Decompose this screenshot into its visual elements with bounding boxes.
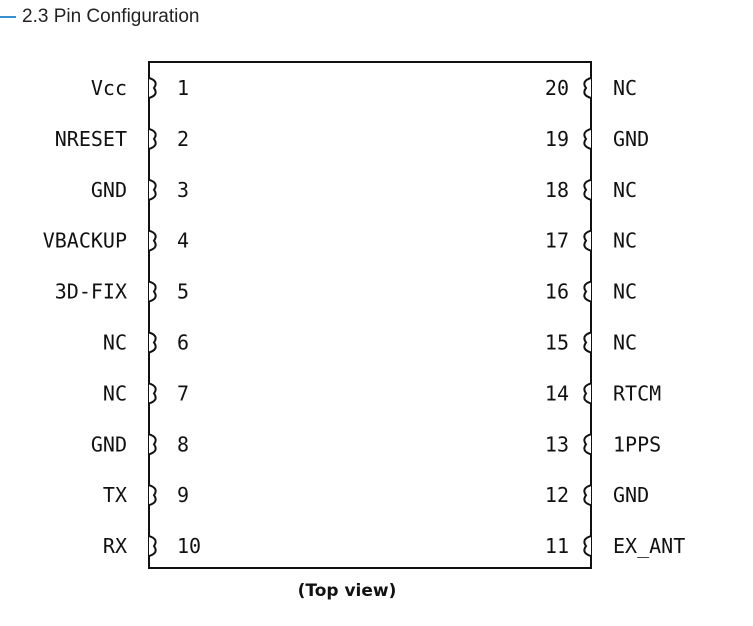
- pin-number: 12: [545, 483, 569, 507]
- left-pin-9: TX 9: [103, 483, 189, 507]
- heading-rule: [0, 16, 16, 18]
- pin-notch: [148, 331, 157, 354]
- pin-number: 14: [545, 381, 569, 405]
- pin-number: 6: [177, 331, 189, 355]
- pin-number: 8: [177, 432, 189, 456]
- pin-name: RX: [103, 534, 127, 558]
- left-pin-5: 3D-FIX 5: [55, 280, 189, 304]
- pin-name: GND: [613, 483, 649, 507]
- pin-number: 16: [545, 280, 569, 304]
- pin-notch: [583, 77, 592, 99]
- pin-number: 19: [545, 127, 569, 151]
- pin-name: GND: [91, 178, 127, 202]
- pin-name: 1PPS: [613, 432, 661, 456]
- view-caption: (Top view): [298, 581, 397, 601]
- pin-number: 13: [545, 432, 569, 456]
- right-pin-11: EX_ANT 11: [545, 534, 685, 558]
- left-pin-1: Vcc 1: [91, 76, 189, 100]
- pin-name: NC: [613, 229, 637, 253]
- right-pin-14: RTCM 14: [545, 381, 661, 405]
- left-pin-3: GND 3: [91, 178, 189, 202]
- pin-name: GND: [91, 432, 127, 456]
- right-pin-20: NC 20: [545, 76, 637, 100]
- left-pin-8: GND 8: [91, 432, 189, 456]
- left-pin-10: RX 10: [103, 534, 201, 558]
- pin-name: 3D-FIX: [55, 280, 127, 304]
- pin-notch: [583, 484, 592, 507]
- pin-name: TX: [103, 483, 127, 507]
- pin-notch: [148, 229, 157, 252]
- section-heading: 2.3 Pin Configuration: [0, 4, 199, 30]
- pin-number: 17: [545, 229, 569, 253]
- pin-number: 11: [545, 534, 569, 558]
- pin-name: VBACKUP: [43, 229, 127, 253]
- pin-number: 7: [177, 381, 189, 405]
- pin-notch: [583, 178, 592, 201]
- pin-name: GND: [613, 127, 649, 151]
- pin-number: 15: [545, 331, 569, 355]
- pin-number: 5: [177, 280, 189, 304]
- pin-number: 3: [177, 178, 189, 202]
- right-pin-15: NC 15: [545, 331, 637, 355]
- pin-notch: [148, 280, 157, 303]
- pin-name: RTCM: [613, 381, 661, 405]
- pin-number: 10: [177, 534, 201, 558]
- pin-number: 4: [177, 229, 189, 253]
- pin-notch: [148, 535, 157, 558]
- pin-number: 1: [177, 76, 189, 100]
- pin-notch: [583, 433, 592, 456]
- pin-number: 20: [545, 76, 569, 100]
- right-pin-13: 1PPS 13: [545, 432, 661, 456]
- left-pin-4: VBACKUP 4: [43, 229, 189, 253]
- pin-name: NC: [613, 280, 637, 304]
- chip-outline: [148, 61, 592, 569]
- left-pin-6: NC 6: [103, 331, 189, 355]
- left-pin-2: NRESET 2: [55, 127, 189, 151]
- right-pin-16: NC 16: [545, 280, 637, 304]
- pin-notch: [583, 280, 592, 303]
- pin-number: 2: [177, 127, 189, 151]
- right-pin-12: GND 12: [545, 483, 649, 507]
- pin-name: NC: [613, 178, 637, 202]
- right-pin-18: NC 18: [545, 178, 637, 202]
- pin-name: Vcc: [91, 76, 127, 100]
- pin-notch: [148, 178, 157, 201]
- pin-name: NC: [103, 381, 127, 405]
- right-pin-column: NC20GND19NC18NC17NC16NC15RTCM141PPS13GND…: [545, 76, 685, 558]
- pin-name: NC: [103, 331, 127, 355]
- right-pin-19: GND 19: [545, 127, 649, 151]
- pin-notch: [148, 433, 157, 456]
- pin-name: NC: [613, 76, 637, 100]
- pin-number: 9: [177, 483, 189, 507]
- pin-notch: [148, 77, 157, 99]
- pin-notch: [583, 535, 592, 558]
- pin-notch: [583, 229, 592, 252]
- pin-number: 18: [545, 178, 569, 202]
- right-pin-17: NC 17: [545, 229, 637, 253]
- pin-notch: [583, 331, 592, 354]
- pin-name: NRESET: [55, 127, 127, 151]
- pin-notch: [148, 127, 157, 150]
- pin-name: EX_ANT: [613, 534, 685, 558]
- pin-notch: [148, 484, 157, 507]
- pin-notch: [583, 382, 592, 405]
- pin-name: NC: [613, 331, 637, 355]
- section-title: 2.3 Pin Configuration: [22, 6, 200, 27]
- pin-notch: [148, 382, 157, 405]
- pin-notch: [583, 127, 592, 150]
- left-pin-7: NC 7: [103, 381, 189, 405]
